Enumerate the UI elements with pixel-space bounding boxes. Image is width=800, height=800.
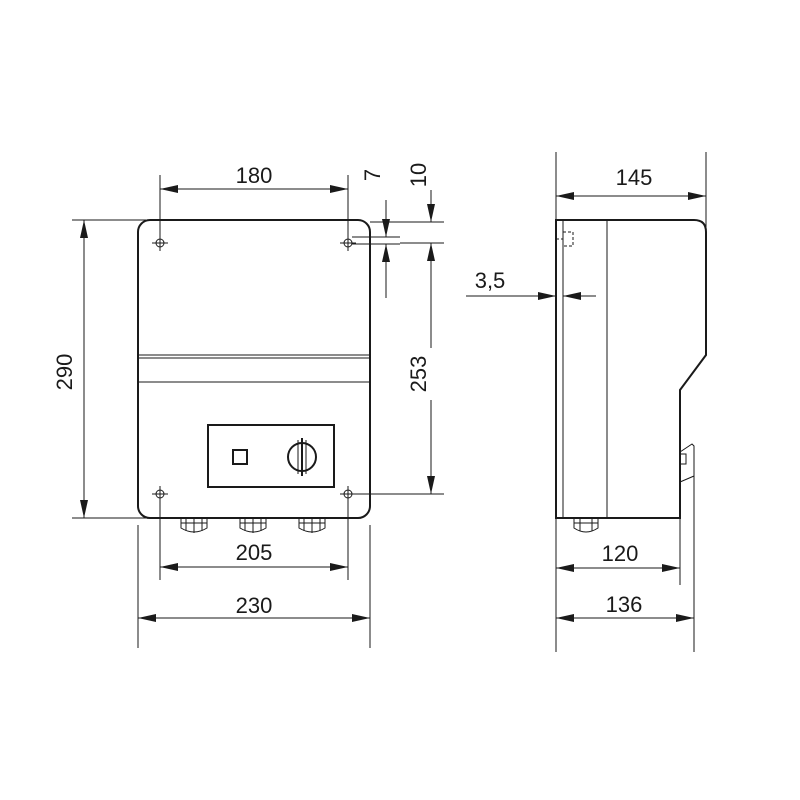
enclosure-outline [137,219,371,519]
dimension-label: 145 [616,165,653,190]
dimension-label: 136 [606,592,643,617]
indicator-lamp-icon [232,449,248,465]
cable-gland-icon [573,518,599,533]
dimension-label: 205 [236,540,273,565]
switch-lever-icon [679,443,695,483]
dimension-145: 145 [555,152,707,228]
dimension-label: 290 [52,354,77,391]
dimension-label: 120 [602,541,639,566]
dimension-label: 10 [406,163,431,187]
dimension-120: 120 [555,518,681,652]
rotary-switch-icon [287,438,317,476]
dimension-180: 180 [159,163,349,238]
dimension-label: 3,5 [475,268,506,293]
dimension-136: 136 [556,446,695,652]
dimension-label: 7 [360,169,385,181]
dimension-3-5: 3,5 [466,260,596,310]
mounting-hole-icon [152,486,168,502]
side-view: 145 3,5 120 136 [466,152,707,652]
dimension-7: 7 [352,169,400,298]
control-window [207,424,335,488]
hidden-screw-icon [556,231,574,247]
dimension-253: 253 [352,243,444,495]
dimension-label: 230 [236,593,273,618]
side-body-outline [555,219,707,519]
front-view: 180 7 10 253 [52,163,444,648]
dimension-230: 230 [137,525,371,648]
dimension-205: 205 [159,500,349,580]
dimension-label: 253 [406,356,431,393]
dimension-10: 10 [370,163,444,244]
cable-gland-icon [180,518,208,533]
cable-gland-icon [239,518,267,533]
cable-gland-icon [298,518,326,533]
dimension-290: 290 [52,219,146,519]
dimension-label: 180 [236,163,273,188]
